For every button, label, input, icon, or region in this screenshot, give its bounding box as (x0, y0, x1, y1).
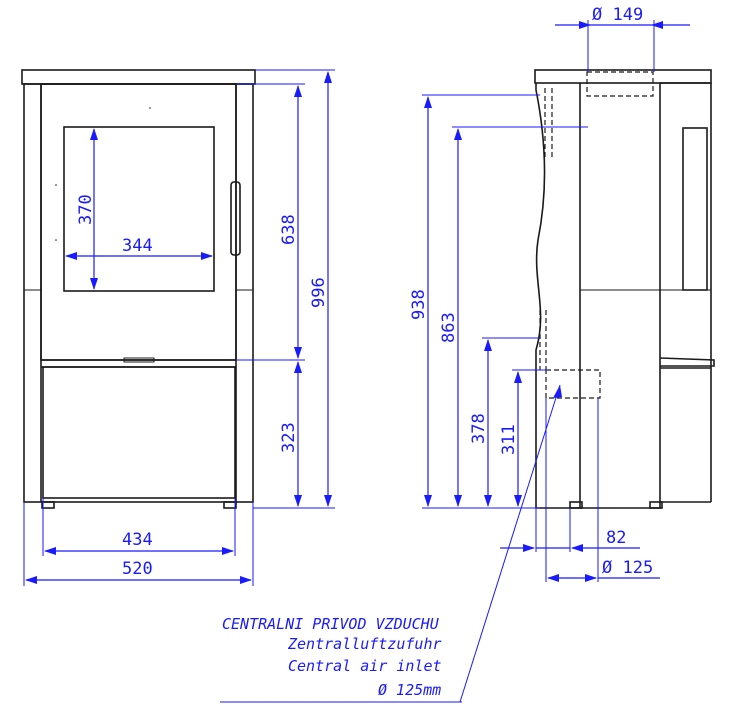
front-view (21, 69, 256, 509)
door-handle (230, 181, 241, 256)
dim-air-inlet-upper-height: 378 (469, 413, 489, 444)
dim-total-width: 520 (122, 559, 153, 579)
door (40, 83, 237, 361)
air-inlet (545, 369, 601, 399)
note-line-en: Central air inlet (288, 657, 442, 675)
dim-total-height: 996 (309, 277, 329, 308)
dim-air-inlet-height: 311 (499, 424, 519, 455)
dim-upper-height: 638 (279, 214, 299, 245)
air-inlet-note: CENTRALNI PRIVOD VZDUCHU Zentralluftzufu… (220, 384, 562, 703)
dim-inner-width: 434 (122, 530, 153, 550)
dim-glass-height: 370 (76, 194, 96, 225)
side-dimensions: Ø 149 938 863 378 311 82 Ø 125 (409, 5, 690, 582)
dim-lower-height: 323 (279, 422, 299, 453)
note-line-dia: Ø 125mm (378, 681, 441, 699)
dim-flue-diameter: Ø 149 (592, 5, 643, 25)
dim-inlet-diameter: Ø 125 (602, 558, 653, 578)
side-top-plate (534, 69, 712, 84)
dim-inlet-offset: 82 (606, 528, 626, 548)
side-view (534, 69, 715, 509)
glass-window (63, 126, 215, 292)
side-body (535, 83, 661, 509)
front-body (23, 83, 254, 503)
dim-glass-width: 344 (122, 236, 153, 256)
top-flue-outlet (586, 71, 654, 97)
note-line-cz: CENTRALNI PRIVOD VZDUCHU (222, 615, 440, 633)
dim-rear-outlet-height: 863 (439, 312, 459, 343)
note-line-de: Zentralluftzufuhr (287, 635, 442, 653)
front-top-plate (21, 69, 256, 85)
dim-top-outlet-height: 938 (409, 289, 429, 320)
front-dimensions: 370 344 638 323 996 434 520 (23, 69, 335, 586)
lower-drawer (42, 366, 236, 499)
